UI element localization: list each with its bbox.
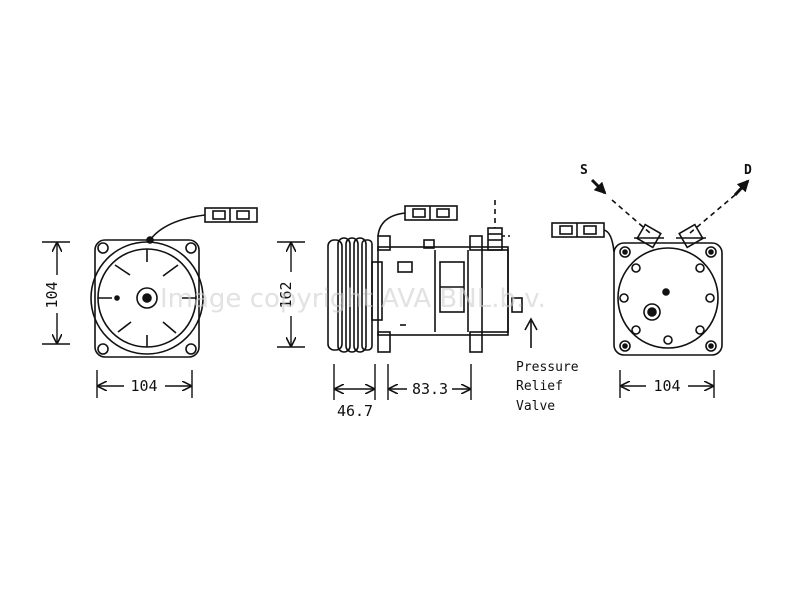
front-view bbox=[90, 207, 258, 358]
pressure-relief-label-line2: Relief bbox=[516, 379, 563, 394]
pulley-dimension bbox=[333, 364, 376, 400]
front-width-label: 104 bbox=[130, 377, 157, 395]
side-height-label: 162 bbox=[277, 281, 295, 308]
side-height-dimension bbox=[277, 241, 305, 348]
pressure-relief-label-line3: Valve bbox=[516, 399, 555, 414]
pressure-relief-label-line1: Pressure bbox=[516, 360, 579, 375]
rear-width-dimension bbox=[619, 370, 715, 398]
pressure-relief-pointer bbox=[524, 317, 538, 348]
front-height-label: 104 bbox=[43, 281, 61, 308]
front-height-dimension bbox=[42, 241, 70, 345]
body-dimension-label: 83.3 bbox=[412, 380, 448, 398]
front-width-dimension bbox=[96, 370, 193, 398]
rear-view bbox=[551, 194, 736, 356]
discharge-arrow bbox=[733, 179, 750, 197]
rear-width-label: 104 bbox=[653, 377, 680, 395]
side-view bbox=[327, 200, 523, 353]
body-dimension bbox=[387, 364, 472, 400]
discharge-label: D bbox=[744, 163, 752, 178]
watermark: Image copyright AVA BNL.b.v. bbox=[160, 284, 546, 314]
suction-label: S bbox=[580, 163, 588, 178]
suction-arrow bbox=[590, 178, 607, 195]
pulley-dimension-label: 46.7 bbox=[337, 402, 373, 420]
